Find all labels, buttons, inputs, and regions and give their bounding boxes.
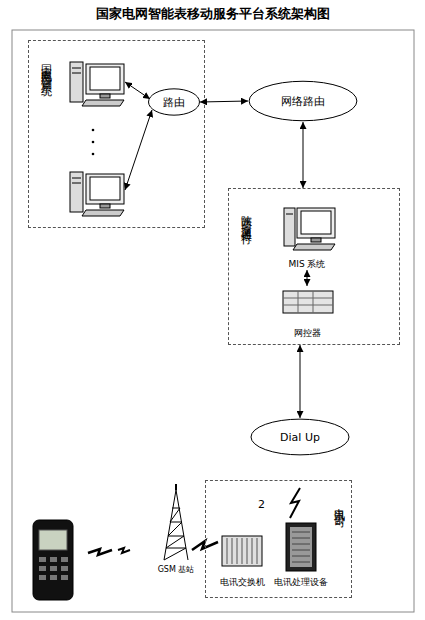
node-label: 网络路由: [248, 80, 358, 122]
pos-key: [50, 557, 57, 562]
pos-key: [39, 566, 46, 571]
base-station-node: GSM 基站: [152, 484, 200, 576]
wireless-symbol: [88, 549, 112, 555]
router-ellipse: 路由: [148, 88, 200, 116]
device-line: [283, 305, 333, 306]
node-label: 电讯处理设备: [272, 576, 330, 588]
node-label: 电讯交换机: [212, 576, 272, 588]
connector-arrow: [307, 270, 308, 286]
switch-device: [222, 536, 262, 566]
connector-arrow: [303, 122, 304, 188]
computer-tower: [284, 208, 295, 246]
cabinet-lines: [292, 532, 310, 562]
link-line: [125, 82, 150, 99]
tower-slot: [72, 68, 81, 69]
pos-key: [39, 575, 46, 580]
wireless-symbol: [118, 548, 130, 553]
node-label: 网控器: [272, 327, 342, 339]
node-label: 路由: [148, 88, 200, 116]
switch-slots: [227, 538, 257, 564]
telecom-group: 电讯公司电讯交换机电讯处理设备: [205, 480, 352, 598]
device-line: [298, 291, 299, 313]
pos-key: [39, 557, 46, 562]
pos-terminal: [33, 520, 73, 600]
callout-number: 2: [258, 498, 265, 511]
net-controller-device: [283, 291, 333, 313]
tower-lattice: [164, 490, 188, 560]
connector-arrow: [200, 101, 248, 102]
cabinet-panel: [290, 527, 312, 567]
link-line: [125, 110, 152, 190]
node-label: 国家电网营销系统: [38, 55, 53, 79]
node-label: 电讯公司: [331, 499, 346, 511]
keyboard: [82, 210, 124, 216]
system-group: 国家电网营销系统路由: [28, 40, 205, 228]
tower-slot: [72, 183, 81, 184]
pos-key: [50, 566, 57, 571]
processor-node: 电讯处理设备: [272, 520, 330, 588]
monitor-stand: [100, 94, 110, 98]
tower-antenna: [175, 484, 177, 490]
controller-node: 网控器: [272, 286, 342, 339]
tower-slot: [286, 214, 293, 215]
ellipsis-dot: [92, 129, 95, 132]
monitor-stand: [311, 238, 321, 242]
cabinet-device: [286, 523, 316, 571]
monitor-screen: [301, 211, 331, 234]
ellipsis-dot: [92, 141, 95, 144]
keyboard: [82, 100, 124, 106]
computer-tower: [70, 62, 83, 102]
node-label: Dial Up: [250, 418, 350, 456]
outer-frame: [12, 30, 414, 612]
switch-node: 电讯交换机: [212, 530, 272, 588]
pos-key: [50, 575, 57, 580]
bank-group: 陕西省交通银行 MIS 系统网控器: [228, 188, 400, 345]
pos-key: [61, 557, 68, 562]
node-label: GSM 基站: [152, 564, 200, 576]
computer-tower: [70, 172, 83, 212]
device-line: [283, 298, 333, 299]
monitor-stand: [100, 204, 110, 208]
monitor-screen: [90, 177, 120, 200]
keyboard: [293, 244, 335, 250]
pos-key: [61, 575, 68, 580]
ellipsis-dot: [92, 153, 95, 156]
computer-monitor: [297, 208, 335, 238]
ellipse-shape: [149, 89, 200, 115]
node-label: MIS 系统: [272, 258, 342, 270]
tower-slot: [72, 73, 81, 74]
computer-monitor: [86, 64, 124, 94]
monitor-screen: [90, 67, 120, 90]
tower-slot: [72, 178, 81, 179]
router-ellipse: 网络路由: [248, 80, 358, 122]
pos-screen: [39, 530, 67, 550]
wireless-symbol: [290, 488, 300, 518]
node-label: 陕西省交通银行: [238, 207, 253, 228]
computer-monitor: [86, 174, 124, 204]
server-node: MIS 系统: [272, 200, 342, 270]
device-line: [313, 291, 314, 313]
diagram-title: 国家电网智能表移动服务平台系统架构图: [0, 5, 425, 23]
dialup-ellipse: Dial Up: [250, 418, 350, 456]
connector-arrow: [300, 345, 301, 418]
pos-key: [61, 566, 68, 571]
